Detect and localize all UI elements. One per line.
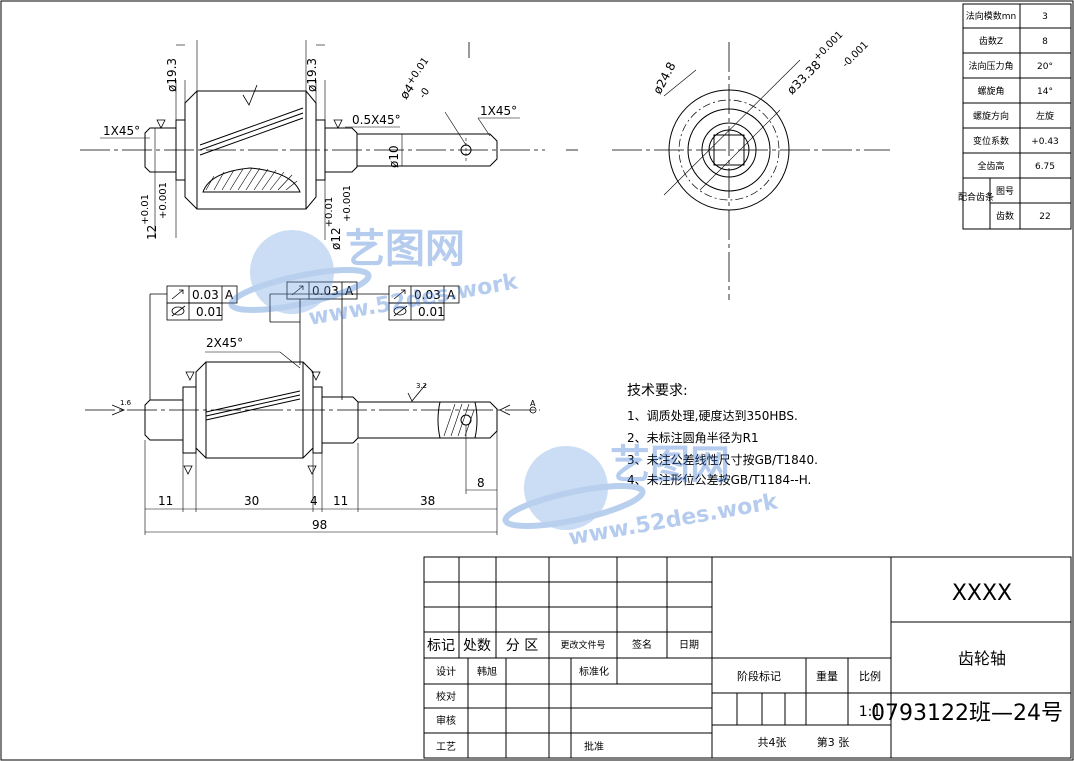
mating-teeth-label: 齿数: [996, 210, 1014, 222]
dim-4: 4: [310, 494, 318, 508]
watermark-url: www.52des.work: [307, 269, 521, 331]
dim-8: 8: [477, 476, 485, 490]
roughness-left: 1.6: [120, 399, 132, 407]
runout-value-3: 0.03: [414, 288, 441, 302]
note-item: 2、未标注圆角半径为R1: [627, 430, 759, 445]
end-view-dims: ø24.8 ø33.38+0.001 -0.001: [650, 29, 871, 97]
datum-1: A: [225, 288, 234, 302]
watermark-brand: 艺图网: [345, 226, 465, 272]
datum-3: A: [447, 288, 456, 302]
title-block-text: XXXX 齿轮轴 0793122班—24号 1:1 标记 处数 分 区 更改文件…: [427, 581, 1063, 753]
title-block: [423, 556, 1072, 759]
dim-38: 38: [420, 494, 435, 508]
dim-hole-lower: -0: [417, 86, 432, 100]
param-label: 螺旋角: [977, 85, 1004, 97]
top-view-dims: ø19.3 ø19.3 1X45° 0.5X45° 1X45° ø4+0.01 …: [103, 56, 517, 250]
dim-11-left: 11: [158, 494, 173, 508]
weight-label: 重量: [816, 669, 838, 683]
datum-label: A: [530, 399, 536, 408]
watermark-1: 艺图网 www.52des.work: [228, 226, 521, 331]
scale-label: 比例: [859, 669, 881, 683]
mating-group-label: 配合齿条: [958, 191, 994, 203]
param-value: 20°: [1037, 62, 1053, 72]
cyl-value-3: 0.01: [418, 305, 445, 319]
dim-dia-12-lower: +0.001: [342, 185, 353, 222]
top-view: [80, 40, 578, 240]
header-mark: 标记: [427, 638, 455, 654]
technical-notes: 技术要求: 1、调质处理,硬度达到350HBS. 2、未标注圆角半径为R1 3、…: [627, 383, 818, 487]
notes-title: 技术要求:: [627, 383, 688, 399]
row-design: 设计: [436, 665, 456, 678]
drawing-number: 0793122班—24号: [871, 701, 1063, 726]
designer-name: 韩旭: [477, 665, 497, 678]
stage-mark: 阶段标记: [737, 669, 781, 683]
header-change-doc: 更改文件号: [560, 639, 605, 651]
param-value: 左旋: [1036, 110, 1054, 122]
tolerance-frames: [149, 281, 460, 400]
dim-shaft-dia: ø10: [387, 145, 401, 168]
mating-drawing-no-label: 图号: [996, 186, 1014, 197]
front-view: [85, 351, 540, 535]
param-value: +0.43: [1031, 137, 1059, 147]
dim-dia-24-8: ø24.8: [650, 60, 678, 97]
param-value: 6.75: [1035, 162, 1055, 172]
params-table: 法向模数mn 3 齿数Z 8 法向压力角 20° 螺旋角 14° 螺旋方向 左旋…: [958, 3, 1072, 230]
param-label: 法向模数mn: [966, 10, 1016, 22]
header-zone: 分 区: [506, 638, 538, 654]
dim-dia-19-3-left: ø19.3: [165, 58, 179, 92]
cyl-value-1: 0.01: [196, 305, 223, 319]
header-count: 处数: [463, 638, 491, 654]
runout-value-1: 0.03: [192, 288, 219, 302]
sheet-number: 第3 张: [817, 735, 850, 749]
mating-teeth-value: 22: [1039, 212, 1050, 222]
param-label: 螺旋方向: [973, 110, 1009, 122]
dim-chamfer-mid: 0.5X45°: [352, 113, 401, 127]
param-value: 14°: [1037, 87, 1053, 97]
header-sign: 签名: [632, 638, 652, 651]
param-label: 变位系数: [973, 135, 1009, 147]
runout-value-2: 0.03: [312, 284, 339, 298]
note-item: 4、未注形位公差按GB/T1184--H.: [627, 472, 811, 487]
dim-dia-33-38-lower: -0.001: [840, 40, 871, 71]
row-process: 工艺: [436, 741, 456, 753]
dim-chamfer-right: 1X45°: [480, 104, 517, 118]
end-view: [612, 42, 890, 300]
param-label: 法向压力角: [968, 60, 1013, 72]
row-standard: 标准化: [579, 665, 609, 678]
dim-len-12: 12+0.01: [140, 194, 159, 240]
row-check: 校对: [436, 690, 456, 703]
row-approve: 批准: [584, 740, 604, 753]
sheets-total: 共4张: [758, 736, 787, 749]
note-item: 1、调质处理,硬度达到350HBS.: [627, 408, 798, 423]
company-name: XXXX: [952, 581, 1012, 606]
part-name: 齿轮轴: [958, 649, 1006, 668]
dim-dia-19-3-right: ø19.3: [305, 58, 319, 92]
datum-2: A: [345, 284, 354, 298]
roughness-right: 3.2: [416, 382, 427, 390]
tolerance-values: 0.03 A 0.01 0.03 A 0.03 A 0.01: [192, 284, 456, 319]
param-value: 8: [1042, 37, 1048, 47]
dim-11-right: 11: [333, 494, 348, 508]
dim-dia-12: ø12+0.01: [324, 197, 343, 250]
dim-dia-33-38: ø33.38+0.001: [782, 29, 850, 97]
dim-chamfer-2x45: 2X45°: [206, 336, 243, 350]
param-value: 3: [1042, 12, 1048, 22]
scale-value: 1:1: [859, 704, 882, 720]
front-view-dims: 2X45° A 1.6 3.2 11 30 4 11 38 8 98: [120, 336, 536, 532]
dim-len-12-lower: +0.001: [158, 182, 169, 219]
dim-98: 98: [312, 518, 327, 532]
dim-chamfer-left: 1X45°: [103, 124, 140, 138]
note-item: 3、未注公差线性尺寸按GB/T1840.: [627, 452, 818, 467]
row-review: 审核: [436, 714, 456, 727]
param-label: 全齿高: [977, 160, 1004, 172]
dim-30: 30: [244, 494, 259, 508]
header-date: 日期: [679, 639, 699, 651]
watermark-brand: 艺图网: [610, 442, 730, 488]
param-label: 齿数Z: [979, 35, 1003, 47]
